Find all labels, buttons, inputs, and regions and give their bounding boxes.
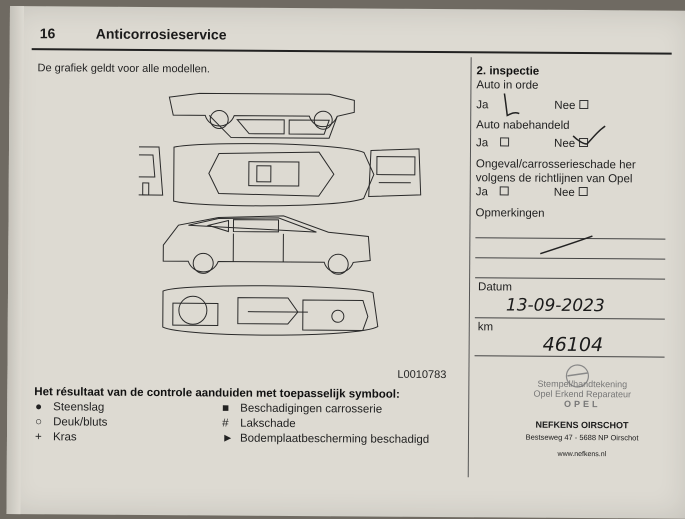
filled-square-icon: ■ xyxy=(222,402,230,415)
car-side-view xyxy=(162,215,371,275)
filled-circle-icon: ● xyxy=(35,401,43,414)
header-rule xyxy=(31,48,672,55)
legend-item: + Kras xyxy=(35,431,77,443)
stamp-brand: OPEL xyxy=(563,398,601,410)
legend-label: Lakschade xyxy=(240,417,296,431)
legend-label: Steenslag xyxy=(53,401,105,414)
dealer-address: Bestseweg 47 - 5688 NP Oirschot xyxy=(525,432,639,443)
open-circle-icon: ○ xyxy=(35,416,43,429)
legend-item: # Lakschade xyxy=(222,417,296,430)
car-rear-view xyxy=(137,146,164,196)
legend-item: ○ Deuk/bluts xyxy=(35,416,107,429)
date-value-handwritten: 13-09-2023 xyxy=(505,295,605,317)
remarks-stroke xyxy=(540,235,593,255)
date-line[interactable] xyxy=(474,317,665,320)
legend-item: ► Bodemplaatbescherming beschadigd xyxy=(222,432,429,445)
check-mark-ja-1 xyxy=(503,93,520,117)
dealer-name: NEFKENS OIRSCHOT xyxy=(535,419,629,431)
page-title: Anticorrosieservice xyxy=(95,25,227,43)
dealer-website: www.nefkens.nl xyxy=(557,450,607,459)
page-number: 16 xyxy=(39,25,56,42)
result-heading: Het résultaat van de controle aanduiden … xyxy=(34,386,400,401)
legend-label: Beschadigingen carrosserie xyxy=(240,402,383,416)
page-binding xyxy=(6,6,24,515)
legend-label: Bodemplaatbescherming beschadigd xyxy=(239,432,430,446)
car-front-view xyxy=(368,148,422,198)
remarks-line-3[interactable] xyxy=(475,277,666,280)
handwritten-check-marks xyxy=(503,93,606,255)
check-mark-nee-2 xyxy=(572,125,606,145)
plus-icon: + xyxy=(34,431,42,444)
car-underbody-view xyxy=(162,285,379,336)
hash-icon: # xyxy=(222,417,229,430)
figure-code: L0010783 xyxy=(397,368,447,382)
legend-label: Deuk/bluts xyxy=(53,416,108,429)
km-line[interactable] xyxy=(474,355,665,358)
legend-item: ● Steenslag xyxy=(35,401,104,413)
legend-item: ■ Beschadigingen carrosserie xyxy=(222,402,382,415)
car-diagram xyxy=(137,92,422,336)
opel-logo-icon xyxy=(565,364,590,388)
km-value-handwritten: 46104 xyxy=(542,333,604,357)
date-label: Datum xyxy=(478,281,512,294)
triangle-right-icon: ► xyxy=(221,432,234,445)
km-label: km xyxy=(477,321,494,334)
diagram-note: De grafiek geldt voor alle modellen. xyxy=(37,62,211,76)
car-side-view-inverted xyxy=(168,92,355,139)
car-top-view xyxy=(173,143,375,207)
legend-label: Kras xyxy=(52,431,77,444)
service-booklet-page: 16 Anticorrosieservice De grafiek geldt … xyxy=(6,6,685,519)
